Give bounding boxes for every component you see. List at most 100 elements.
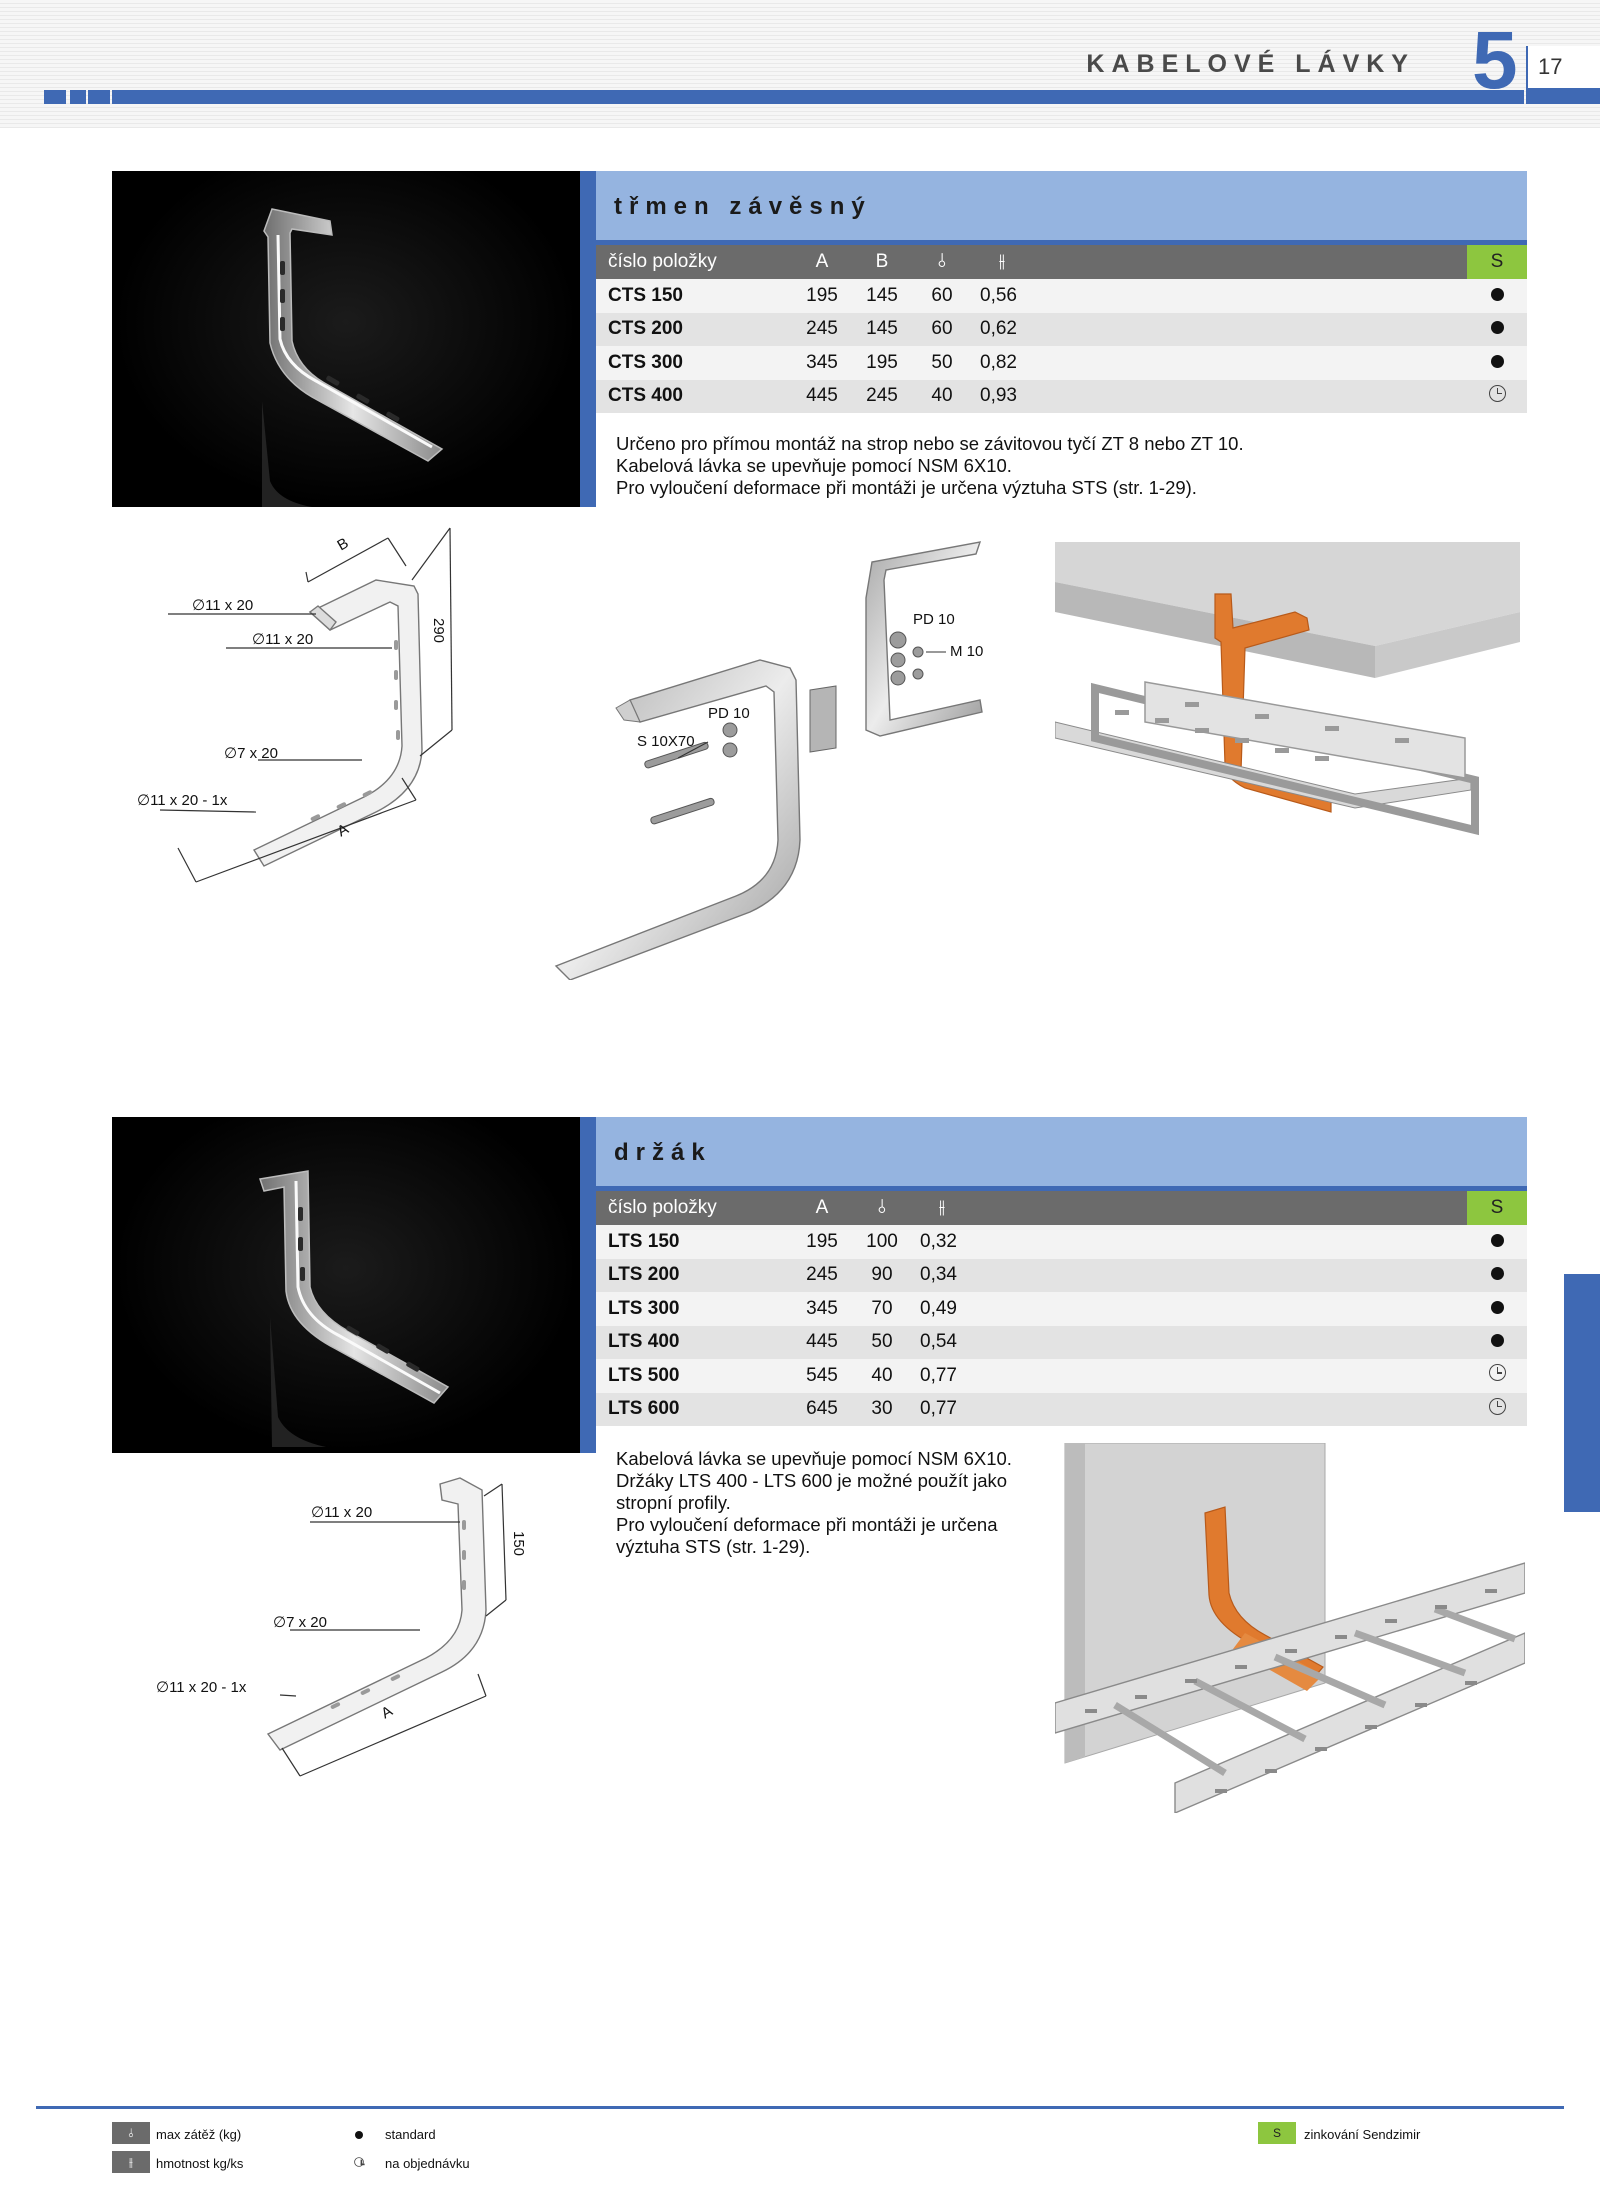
cell-load: 60 [912, 279, 972, 313]
dim-label-hole-3: ∅7 x 20 [273, 1614, 327, 1631]
cell-weight: 0,54 [912, 1325, 972, 1359]
standard-dot-icon [355, 2131, 363, 2139]
cell-load: 40 [852, 1359, 912, 1393]
standard-dot-icon [1490, 287, 1504, 301]
standard-dot-icon [1490, 1300, 1504, 1314]
table-header-row: číslo položky A ⫰ ⫲ S [596, 1191, 1527, 1225]
header-bar [112, 90, 1524, 104]
section-title: třmen závěsný [614, 193, 872, 220]
section-header-lts: držák [596, 1117, 1527, 1191]
cell-weight: 0,49 [912, 1292, 972, 1326]
col-a: A [792, 1191, 852, 1225]
legend-weight: hmotnost kg/ks [156, 2156, 244, 2171]
cell-b: 195 [852, 346, 912, 380]
cell-a: 345 [792, 346, 852, 380]
item-code: CTS 150 [596, 279, 792, 313]
standard-dot-icon [1490, 354, 1504, 368]
availability-cell [1467, 1292, 1527, 1326]
availability-cell [1467, 1225, 1527, 1259]
dim-label-height: 290 [430, 618, 447, 644]
cell-a: 245 [792, 312, 852, 346]
table-header-row: číslo položky A B ⫰ ⫲ S [596, 245, 1527, 279]
section-header-cts: třmen závěsný [596, 171, 1527, 245]
max-load-icon: ⫰ [112, 2122, 150, 2144]
legend-sendzimir: zinkování Sendzimir [1304, 2127, 1421, 2142]
col-load-icon: ⫰ [852, 1191, 912, 1225]
cell-weight: 0,32 [912, 1225, 972, 1259]
availability-cell [1467, 379, 1527, 413]
cell-weight: 0,77 [912, 1359, 972, 1393]
header-square [88, 90, 110, 104]
product-photo-lts [112, 1117, 580, 1453]
assembly-label-s10x70: S 10X70 [637, 733, 695, 750]
cell-a: 195 [792, 1225, 852, 1259]
col-sendzimir: S [1467, 245, 1527, 279]
legend-max-load: max zátěž (kg) [156, 2127, 242, 2142]
page-header [0, 0, 1600, 128]
lts-installation-render [1055, 1443, 1525, 1813]
cell-load: 50 [912, 346, 972, 380]
col-b: B [852, 245, 912, 279]
cell-load: 70 [852, 1292, 912, 1326]
item-code: CTS 300 [596, 346, 792, 380]
dim-label-hole-1: ∅11 x 20 [192, 597, 254, 614]
cell-a: 195 [792, 279, 852, 313]
cell-weight: 0,77 [912, 1392, 972, 1426]
cell-b: 145 [852, 312, 912, 346]
col-load-icon: ⫰ [912, 245, 972, 279]
cts-installation-render [1055, 542, 1520, 836]
assembly-label-pd10-bottom: PD 10 [708, 705, 750, 722]
section-title: držák [614, 1139, 712, 1166]
header-square [70, 90, 86, 104]
cell-a: 445 [792, 1325, 852, 1359]
chapter-number: 5 [1472, 15, 1518, 106]
chapter-title: KABELOVÉ LÁVKY [1086, 50, 1415, 78]
assembly-label-m10: M 10 [950, 643, 984, 660]
col-weight-icon: ⫲ [912, 1191, 972, 1225]
cell-a: 545 [792, 1359, 852, 1393]
cell-load: 40 [912, 379, 972, 413]
on-order-clock-icon [1488, 1364, 1506, 1382]
standard-dot-icon [1490, 321, 1504, 335]
cell-load: 30 [852, 1392, 912, 1426]
product-photo-cts [112, 171, 580, 507]
col-item-number: číslo položky [596, 1191, 792, 1225]
cell-weight: 0,34 [912, 1258, 972, 1292]
cts-technical-drawing [159, 527, 453, 883]
lts-technical-drawing [266, 1477, 507, 1777]
lts-bracket-image [259, 1170, 450, 1447]
item-code: LTS 200 [596, 1258, 792, 1292]
dim-label-hole-2: ∅11 x 20 [252, 631, 314, 648]
col-a: A [792, 245, 852, 279]
item-code: CTS 400 [596, 379, 792, 413]
col-item-number: číslo položky [596, 245, 792, 279]
page-number: 17 [1538, 54, 1563, 79]
footer-line [36, 2106, 1564, 2109]
item-code: CTS 200 [596, 312, 792, 346]
availability-cell [1467, 1258, 1527, 1292]
cell-load: 60 [912, 312, 972, 346]
on-order-clock-icon [1488, 1397, 1506, 1415]
item-code: LTS 400 [596, 1325, 792, 1359]
item-code: LTS 150 [596, 1225, 792, 1259]
col-weight-icon: ⫲ [972, 245, 1032, 279]
cell-weight: 0,56 [972, 279, 1032, 313]
chapter-side-tab [1564, 1274, 1600, 1512]
header-square [44, 90, 66, 104]
availability-cell [1467, 346, 1527, 380]
sendzimir-badge: S [1258, 2122, 1296, 2144]
legend-on-order: na objednávku [385, 2156, 470, 2171]
availability-cell [1467, 1392, 1527, 1426]
item-code: LTS 300 [596, 1292, 792, 1326]
cell-weight: 0,62 [972, 312, 1032, 346]
